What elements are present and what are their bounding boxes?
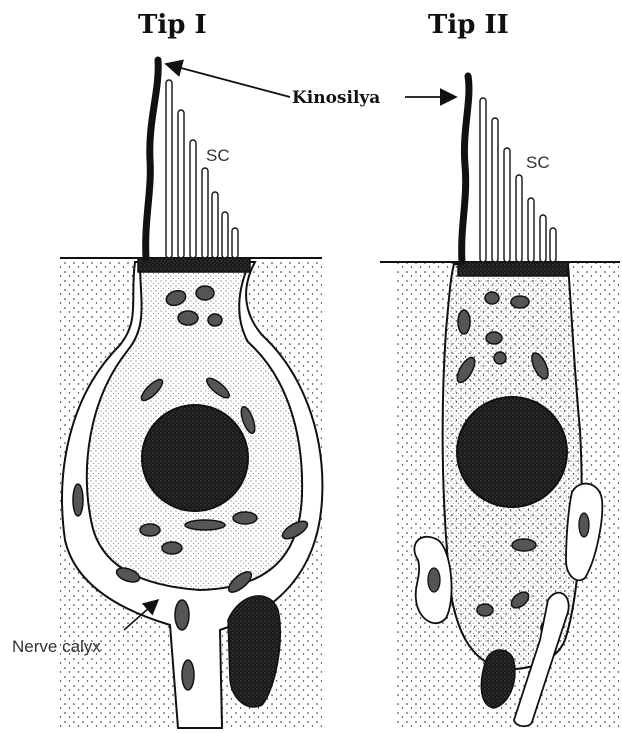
kinocilium-arrow-left	[166, 64, 290, 97]
stereocilia-label-right: SC	[526, 153, 550, 172]
type-2-nucleus	[457, 397, 567, 507]
kinocilium-label: Kinosilya	[292, 88, 380, 108]
kinocilium-left	[146, 60, 159, 258]
bouton-right-mito	[579, 513, 589, 537]
stereocilia-label-left: SC	[206, 146, 230, 165]
type-2-cell	[380, 76, 620, 728]
type-1-cell	[60, 60, 322, 728]
title-type-2: Tip II	[428, 10, 509, 40]
stereocilia-right	[480, 98, 556, 262]
kinocilium-right	[462, 76, 469, 262]
cuticular-plate-left	[138, 258, 250, 272]
title-type-1: Tip I	[138, 10, 207, 40]
nerve-calyx-label: Nerve calyx	[12, 637, 101, 656]
cuticular-plate-right	[458, 262, 568, 276]
bouton-left-mito	[428, 568, 440, 592]
stereocilia-left	[166, 80, 238, 258]
type-1-nucleus	[142, 405, 248, 511]
